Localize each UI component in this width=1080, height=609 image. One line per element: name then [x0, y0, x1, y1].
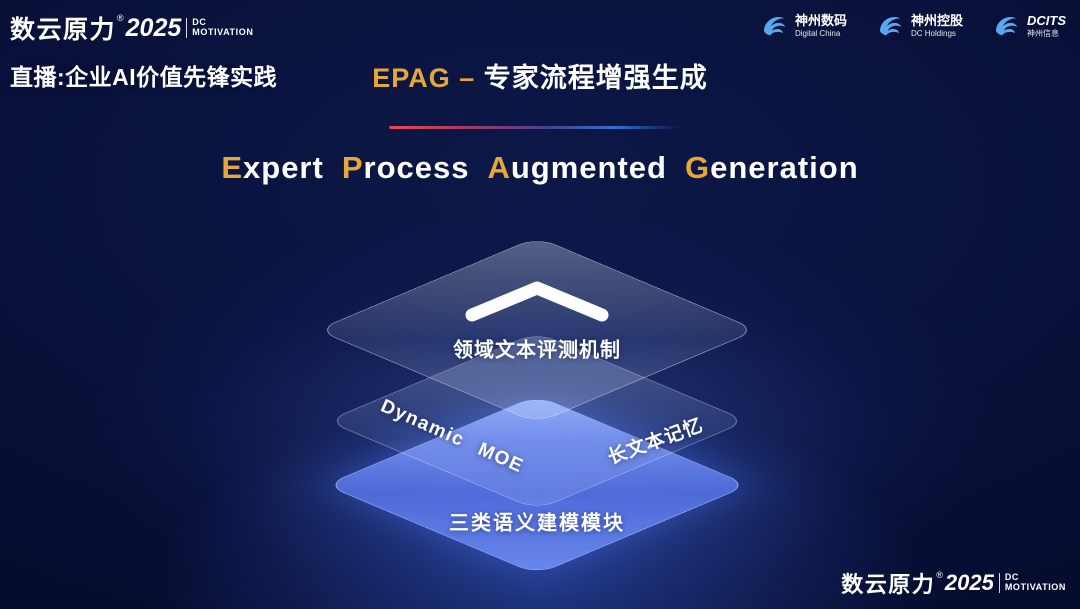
logo-line1: 神州数码	[794, 12, 847, 28]
dcits-swirl-icon	[995, 16, 1018, 36]
dc-holdings-logo-text: 神州控股 DC Holdings	[910, 12, 963, 38]
brand-subtitle: DC MOTIVATION	[186, 17, 254, 38]
registered-mark: ®	[117, 13, 124, 23]
semantic-modeling-modules-label: 三类语义建模模块	[449, 512, 625, 535]
title-word-rest: rocess	[363, 150, 470, 185]
logo-line1: 神州控股	[910, 12, 963, 28]
brand-subtitle: DC MOTIVATION	[998, 572, 1066, 593]
logo-line1: DCITS	[1027, 12, 1066, 28]
title-word-process: Process	[342, 150, 470, 185]
title-abbreviation: EPAG	[372, 63, 451, 93]
domain-text-evaluation-label: 领域文本评测机制	[453, 339, 621, 362]
logo-line2: 神州信息	[1027, 28, 1059, 38]
logo-line2: DC Holdings	[910, 28, 956, 38]
title-dash: –	[459, 63, 476, 93]
title-initial: A	[487, 150, 511, 185]
title-initial: G	[685, 150, 711, 185]
brand-name: 数云原力	[841, 572, 936, 597]
dcits-logo-text: DCITS 神州信息	[1027, 12, 1066, 38]
digital-china-swirl-icon	[763, 16, 786, 36]
partner-logos: 神州数码 Digital China 神州控股 DC Holdings DCIT…	[761, 12, 1066, 40]
dc-holdings-swirl-icon	[879, 16, 902, 36]
title-word-expert: Expert	[221, 150, 324, 185]
brand-logo-top-left: 数云原力 ® 2025 DC MOTIVATION	[10, 10, 253, 46]
brand-sub-line1: DC	[192, 17, 207, 28]
brand-year: 2025	[944, 570, 994, 595]
page-title: EPAG – 专家流程增强生成	[0, 56, 1080, 95]
digital-china-logo: 神州数码 Digital China	[761, 12, 847, 40]
live-stream-label: 直播:企业AI价值先锋实践	[10, 64, 278, 90]
title-chinese: 专家流程增强生成	[483, 63, 708, 93]
title-initial: E	[221, 150, 244, 185]
chevron-up-icon	[465, 281, 609, 322]
digital-china-logo-text: 神州数码 Digital China	[794, 12, 847, 38]
title-initial: P	[341, 150, 364, 185]
dcits-logo: DCITS 神州信息	[993, 12, 1066, 40]
english-title: Expert Process Augmented Generation	[0, 150, 1080, 186]
title-word-augmented: Augmented	[487, 150, 667, 185]
brand-name: 数云原力	[10, 16, 117, 44]
brand-sub-line2: MOTIVATION	[192, 27, 254, 37]
brand-sub-line1: DC	[1004, 572, 1020, 583]
gradient-divider	[389, 126, 680, 129]
title-word-generation: Generation	[685, 150, 859, 185]
dc-holdings-logo: 神州控股 DC Holdings	[877, 12, 963, 40]
logo-line2: Digital China	[794, 28, 841, 38]
brand-year: 2025	[125, 13, 182, 42]
registered-mark: ®	[936, 570, 943, 580]
brand-logo-bottom-right: 数云原力 ® 2025 DC MOTIVATION	[841, 567, 1066, 599]
title-word-rest: xpert	[243, 150, 324, 185]
brand-sub-line2: MOTIVATION	[1004, 582, 1066, 592]
title-word-rest: eneration	[710, 150, 859, 185]
title-word-rest: ugmented	[510, 150, 667, 185]
